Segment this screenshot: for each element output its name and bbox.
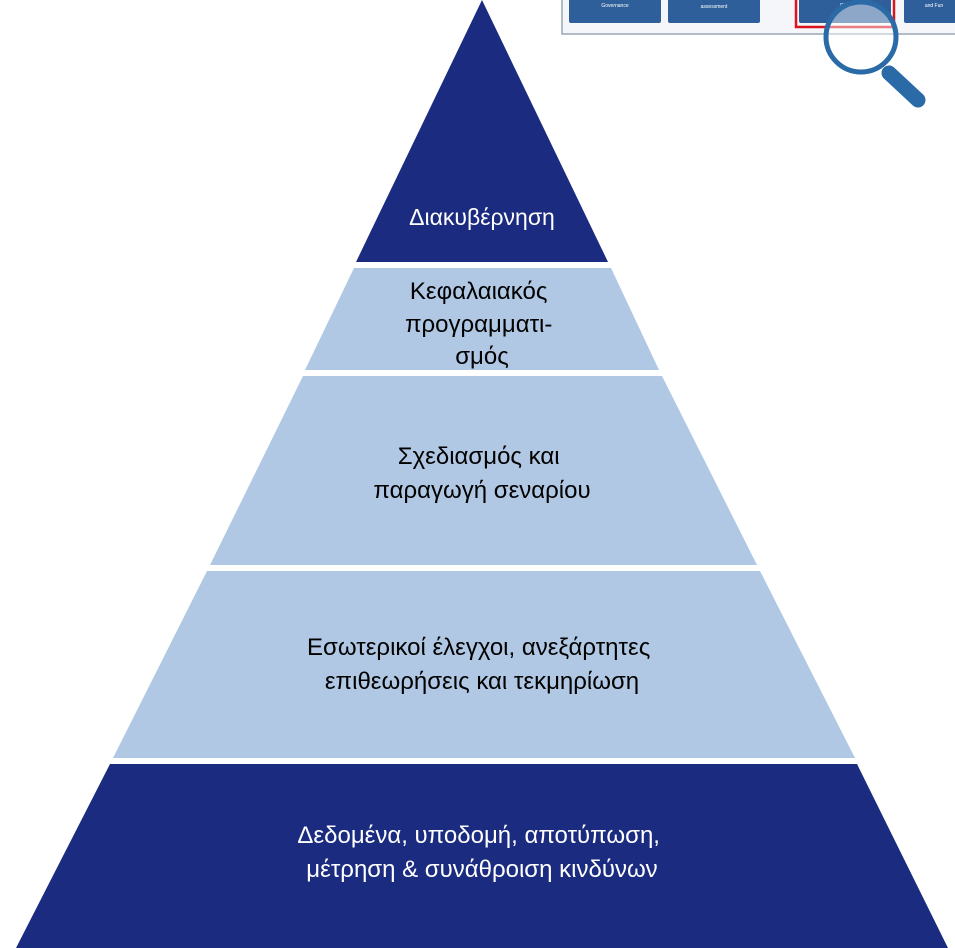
pyramid-label-internal-controls: Εσωτερικοί έλεγχοι, ανεξάρτητες επιθεωρή… [307,634,657,695]
pyramid-level-governance [356,0,608,262]
pyramid-label-capital-planning: Κεφαλαιακός προγραμματι- σμός [405,278,559,370]
magnifying-glass-icon [823,0,926,108]
pyramid-level-internal-controls [113,571,855,758]
thumbnail-tile [904,0,955,23]
thumbnail-tile [668,0,760,23]
pyramid [16,0,948,948]
pyramid-label-governance: Διακυβέρνηση [409,204,555,230]
pyramid-level-scenario-design [210,376,757,565]
label-line: επιθεωρήσεις και τεκμηρίωση [325,668,639,695]
thumbnail-tile [569,0,661,23]
label-line: Σχεδιασμός και [398,443,560,470]
magnifier-handle [881,65,926,108]
thumbnail-tile [799,0,891,23]
label-line: Διακυβέρνηση [409,204,555,230]
pyramid-level-data-infrastructure [16,764,948,948]
pyramid-label-data-infrastructure: Δεδομένα, υποδομή, αποτύπωση, μέτρηση & … [297,822,666,883]
thumbnail-tiles: Governance assessment Risk and Fun [569,0,955,23]
pyramid-labels: Διακυβέρνηση Κεφαλαιακός προγραμματι- σμ… [297,204,666,883]
thumbnail-highlight-box [794,0,896,29]
label-line: παραγωγή σεναρίου [373,477,590,504]
magnifier-lens [823,0,899,75]
label-line: Δεδομένα, υποδομή, αποτύπωση, [297,822,660,849]
label-line: σμός [455,343,509,370]
label-line: μέτρηση & συνάθροιση κινδύνων [306,856,657,883]
pyramid-label-scenario-design: Σχεδιασμός και παραγωγή σεναρίου [373,443,590,504]
thumbnail-tile-label: assessment [701,4,728,10]
label-line: Κεφαλαιακός [410,278,547,305]
thumbnail-tile-label: Governance [601,3,628,9]
label-line: προγραμματι- [405,311,552,338]
thumbnail-tile-label: and Fun [925,3,944,9]
pyramid-level-capital-planning [305,268,659,370]
label-line: Εσωτερικοί έλεγχοι, ανεξάρτητες [307,634,650,661]
thumbnail-inset: Governance assessment Risk and Fun [561,0,955,108]
